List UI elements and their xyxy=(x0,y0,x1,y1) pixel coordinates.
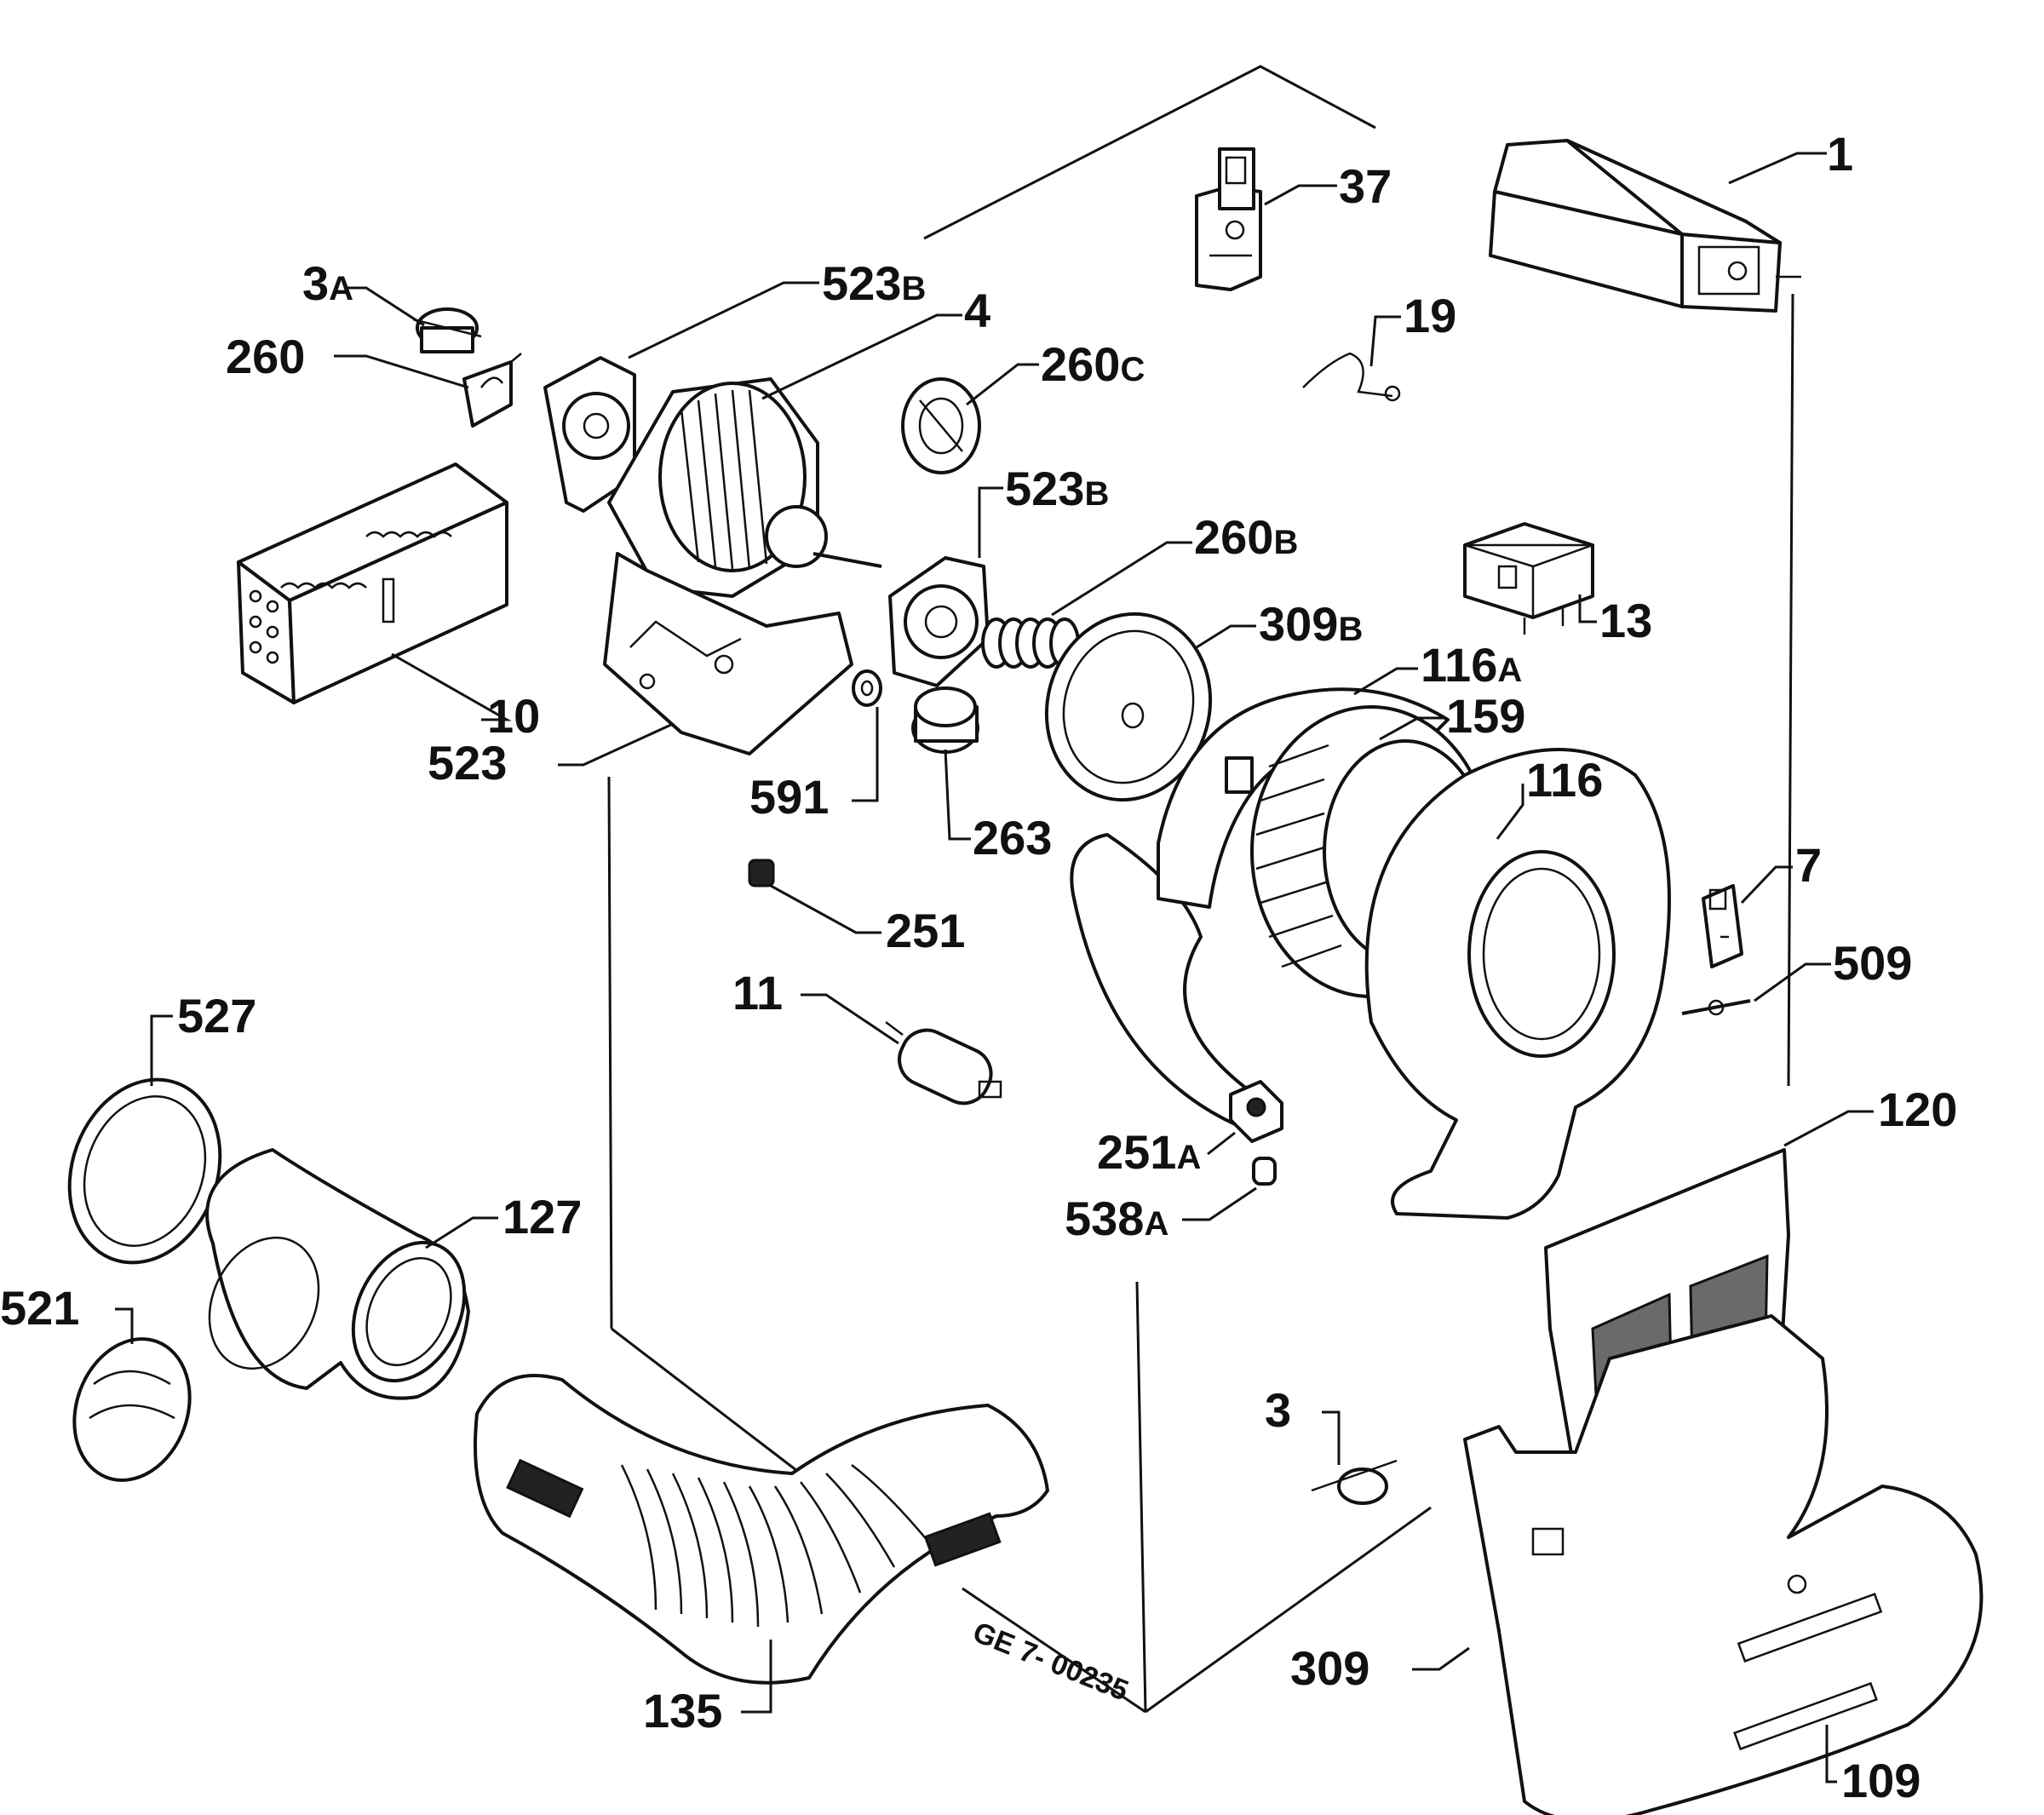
label-11: 11 xyxy=(732,966,783,1020)
part-116-fan-housing xyxy=(1364,748,1671,1220)
label-523b-top: 523B xyxy=(822,256,926,310)
part-7-microswitch xyxy=(1702,884,1743,968)
part-309-duct xyxy=(1463,1314,1984,1815)
label-527: 527 xyxy=(177,989,256,1042)
label-523b-mid: 523B xyxy=(1005,462,1109,515)
part-309b-plate xyxy=(1044,612,1213,802)
part-591-washer xyxy=(852,669,882,707)
part-1-control-module xyxy=(1489,139,1801,313)
leader-lines xyxy=(115,152,1874,1783)
part-4-motor xyxy=(607,377,882,598)
label-109: 109 xyxy=(1841,1754,1921,1807)
label-538a: 538A xyxy=(1065,1192,1168,1245)
label-120: 120 xyxy=(1878,1083,1957,1136)
label-251: 251 xyxy=(886,904,965,957)
label-7: 7 xyxy=(1795,838,1822,892)
label-263: 263 xyxy=(973,811,1052,864)
part-127-t-piece xyxy=(205,1148,470,1400)
drawing-code: GE 7- 00235 xyxy=(968,1616,1133,1707)
part-263-pulley xyxy=(911,686,979,754)
label-127: 127 xyxy=(502,1190,582,1244)
label-523: 523 xyxy=(428,736,507,790)
label-251a: 251A xyxy=(1097,1125,1201,1179)
cabinet-outline xyxy=(607,65,1794,1714)
label-521: 521 xyxy=(0,1281,79,1335)
label-1: 1 xyxy=(1827,127,1853,181)
label-10: 10 xyxy=(487,689,540,743)
label-509: 509 xyxy=(1833,936,1912,990)
part-260-bracket xyxy=(462,353,522,428)
label-3: 3 xyxy=(1265,1383,1291,1437)
part-251-grommet xyxy=(748,859,775,887)
label-135: 135 xyxy=(643,1684,722,1737)
callout-labels: 1 37 3A 523B 4 260 260C 19 523B 260B 309… xyxy=(0,127,1957,1807)
part-523b-mid-housing xyxy=(888,556,990,687)
label-309: 309 xyxy=(1290,1641,1369,1695)
part-523b-top-bracket xyxy=(543,356,636,513)
label-260c: 260C xyxy=(1041,337,1145,391)
label-260: 260 xyxy=(226,330,305,383)
part-251a-grommet xyxy=(1229,1080,1283,1143)
label-159: 159 xyxy=(1446,689,1525,743)
label-37: 37 xyxy=(1339,159,1392,213)
part-10-heater xyxy=(237,462,508,704)
label-3a: 3A xyxy=(302,256,353,310)
part-11-capacitor xyxy=(885,1021,1002,1106)
label-19: 19 xyxy=(1404,289,1456,342)
part-523-cradle xyxy=(603,552,853,755)
part-19-wire xyxy=(1302,352,1401,402)
label-309b: 309B xyxy=(1259,597,1363,651)
part-3a-thermostat xyxy=(412,307,482,353)
label-116: 116 xyxy=(1526,753,1603,807)
part-260c-clamp xyxy=(901,377,981,474)
part-3-thermostat xyxy=(1311,1459,1398,1505)
part-37-switch xyxy=(1195,147,1262,291)
label-4: 4 xyxy=(964,284,990,337)
part-135-hose xyxy=(474,1374,1049,1685)
label-260b: 260B xyxy=(1194,510,1298,564)
part-509-pin xyxy=(1681,999,1751,1016)
part-260b-spring xyxy=(981,617,1080,669)
label-116a: 116A xyxy=(1421,638,1522,692)
part-521-cap xyxy=(72,1337,192,1482)
part-13-switch-block xyxy=(1463,522,1594,635)
label-13: 13 xyxy=(1599,594,1652,647)
part-538a-sleeve xyxy=(1252,1157,1277,1186)
label-591: 591 xyxy=(749,770,829,824)
